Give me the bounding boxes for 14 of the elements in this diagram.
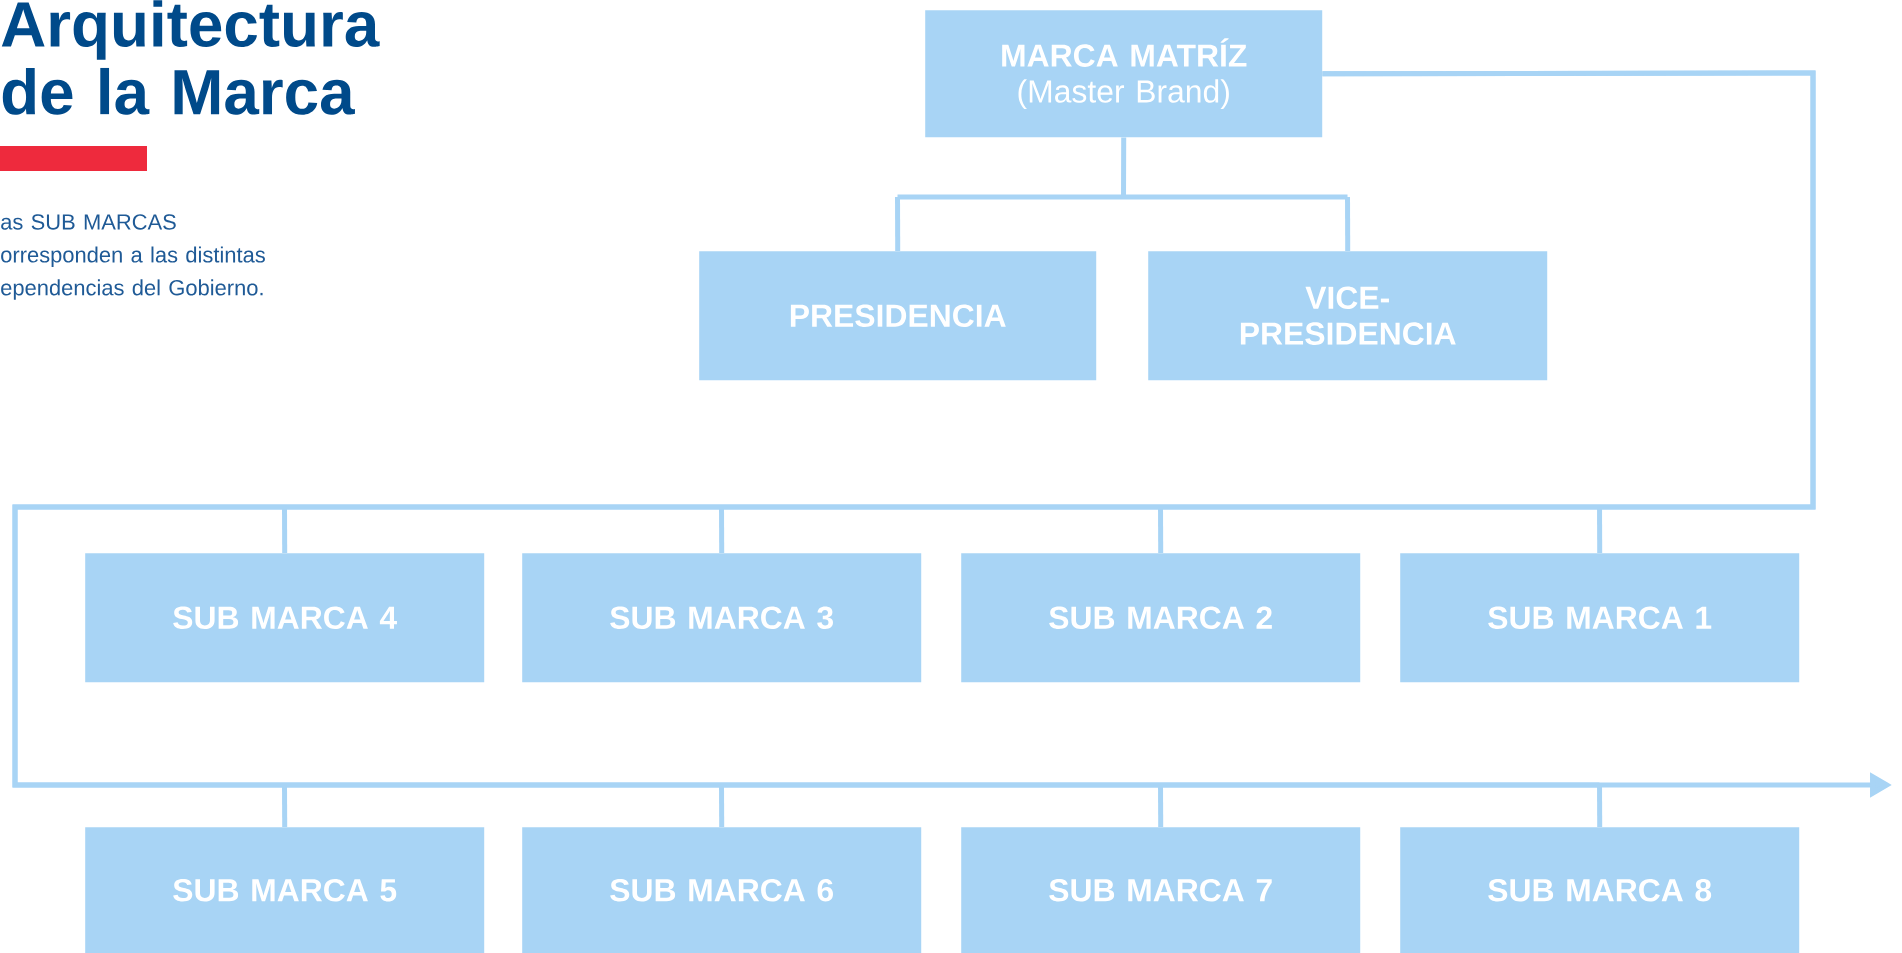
org-box: MARCA MATRÍZ (Master Brand) xyxy=(925,10,1323,138)
org-box: SUB MARCA 7 xyxy=(961,827,1361,953)
description-text: as SUB MARCAS orresponden a las distintas ependencias del Gobierno. xyxy=(1,214,265,300)
title: Arquitectura de la Marca xyxy=(1,0,380,115)
org-box: SUB MARCA 6 xyxy=(522,827,922,953)
connector-line xyxy=(895,134,1351,251)
org-box: VICE- PRESIDENCIA xyxy=(1148,251,1548,381)
org-box: SUB MARCA 5 xyxy=(85,827,485,953)
org-box: PRESIDENCIA xyxy=(699,251,1097,381)
org-box: SUB MARCA 2 xyxy=(961,553,1361,683)
org-box: SUB MARCA 3 xyxy=(522,553,922,683)
org-box: SUB MARCA 4 xyxy=(85,553,485,683)
org-box: SUB MARCA 1 xyxy=(1400,553,1800,683)
org-box: SUB MARCA 8 xyxy=(1400,827,1800,953)
